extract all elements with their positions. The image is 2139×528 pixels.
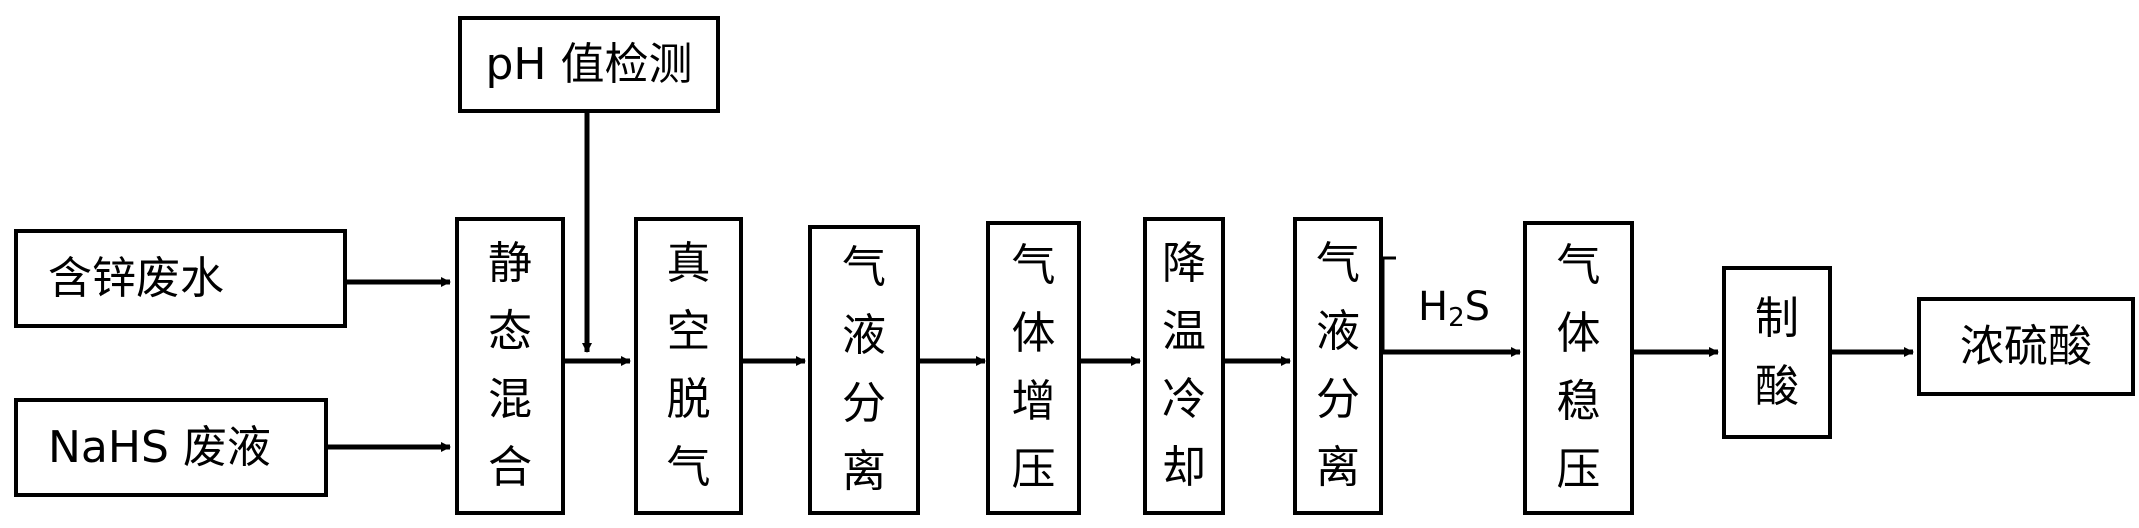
conc-sulfuric-acid-label: 浓硫酸	[1960, 320, 2092, 372]
h2s-label-subscript: 2	[1448, 303, 1465, 333]
conc-sulfuric-acid-box: 浓硫酸	[1917, 297, 2135, 396]
ph-check-label: pH 值检测	[485, 38, 693, 90]
gas-stabilize-box: 气 体 稳 压	[1523, 221, 1634, 515]
h2s-label: H2S	[1418, 287, 1490, 331]
static-mix-box: 静 态 混 合	[455, 217, 565, 515]
h2s-label-s: S	[1464, 284, 1491, 330]
gas-liquid-sep-1-box: 气 液 分 离	[808, 225, 920, 515]
gas-liquid-sep-2-box: 气 液 分 离	[1293, 217, 1383, 515]
gas-pressurize-label: 气 体 增 压	[1011, 240, 1056, 495]
gas-liquid-sep-1-label: 气 液 分 离	[842, 242, 886, 497]
make-acid-box: 制 酸	[1722, 266, 1832, 439]
cool-down-label: 降 温 冷 却	[1162, 238, 1206, 493]
nahs-waste-label: NaHS 废液	[48, 421, 271, 473]
gas-pressurize-box: 气 体 增 压	[986, 221, 1081, 515]
nahs-waste-box: NaHS 废液	[14, 398, 328, 497]
ph-check-box: pH 值检测	[458, 16, 720, 113]
gas-stabilize-label: 气 体 稳 压	[1556, 240, 1601, 495]
h2s-label-h: H	[1418, 284, 1449, 330]
zinc-wastewater-box: 含锌废水	[14, 229, 347, 328]
gas-liquid-sep-2-label: 气 液 分 离	[1316, 238, 1360, 493]
vacuum-degas-box: 真 空 脱 气	[634, 217, 743, 515]
cool-down-box: 降 温 冷 却	[1143, 217, 1225, 515]
vacuum-degas-label: 真 空 脱 气	[666, 238, 711, 493]
make-acid-label: 制 酸	[1755, 292, 1799, 412]
static-mix-label: 静 态 混 合	[488, 238, 532, 493]
zinc-wastewater-label: 含锌废水	[48, 252, 224, 304]
